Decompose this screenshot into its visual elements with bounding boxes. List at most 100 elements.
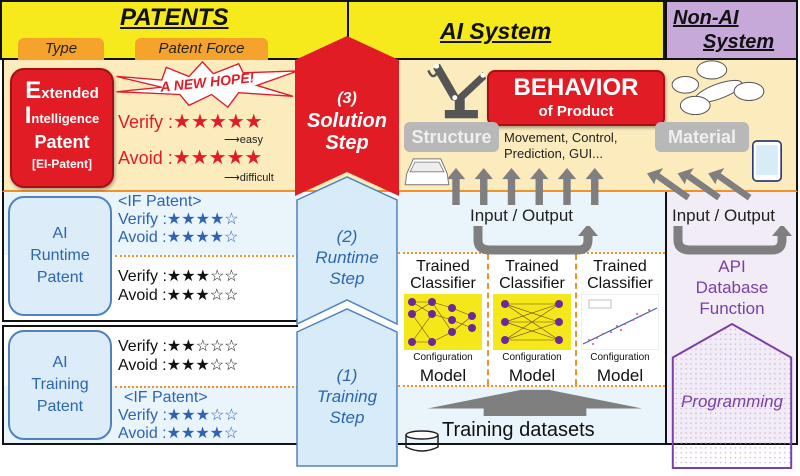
training-line3: Patent: [36, 398, 84, 415]
patents-title: PATENTS: [120, 4, 229, 31]
ei-intelligence: ntelligence: [31, 111, 100, 126]
classifier-1-config: Configuration: [413, 352, 473, 363]
training-line1: AI: [52, 354, 68, 371]
neural-net-shallow-icon: [493, 294, 571, 350]
solution-step-arrow: [295, 36, 399, 196]
neural-net-deep-icon: [404, 294, 482, 350]
non-ai-title-line2: System: [703, 31, 775, 53]
ei-easy-note: ⟶easy: [224, 134, 264, 146]
runtime-if-avoid-label: Avoid :: [118, 229, 167, 246]
ei-verify-stars-icon: ★★★★★: [173, 111, 263, 133]
ei-difficult-note: ⟶difficult: [224, 172, 274, 184]
ai-runtime-patent-box: AI Runtime Patent: [8, 196, 112, 316]
runtime-avoid-stars-icon: ★★★☆☆: [166, 287, 239, 304]
solution-step-line1: Solution: [307, 110, 387, 132]
runtime-line1: AI: [52, 225, 68, 242]
ei-initial-e: E: [25, 77, 42, 104]
non-ai-header: [665, 0, 798, 60]
training-if-verify-stars-icon: ★★★☆☆: [166, 407, 239, 424]
training-step-label: (1) Training Step: [296, 365, 398, 428]
runtime-verify: Verify :★★★☆☆: [118, 268, 239, 286]
training-if-avoid-stars-icon: ★★★★☆: [166, 425, 239, 442]
training-if-label: <IF Patent>: [124, 389, 208, 406]
classifier-1-title: Trained Classifier: [400, 258, 486, 292]
ai-system-title: AI System: [440, 18, 552, 44]
behavior-examples: Movement, Control, Prediction, GUI...: [504, 130, 617, 162]
training-line2: Training: [31, 376, 89, 393]
runtime-verify-stars-icon: ★★★☆☆: [166, 268, 239, 285]
non-ai-api: API: [718, 257, 746, 276]
classifier-1-line2: Classifier: [410, 275, 476, 292]
runtime-step-num: (2): [336, 227, 358, 246]
solution-step-line2: Step: [325, 132, 369, 154]
ei-patent-abbr: [EI-Patent]: [32, 157, 92, 171]
tab-type: Type: [18, 38, 104, 60]
tab-patent-force: Patent Force: [135, 38, 268, 60]
runtime-line2: Runtime: [30, 247, 90, 264]
behavior-title: BEHAVIOR: [513, 74, 639, 101]
training-avoid-stars-icon: ★★★☆☆: [166, 357, 239, 374]
ai-training-patent-box: AI Training Patent: [8, 330, 112, 440]
training-verify-label: Verify :: [118, 338, 167, 355]
runtime-if-verify: Verify :★★★★☆: [118, 211, 239, 229]
behavior-subtitle: of Product: [538, 103, 614, 120]
programming-label: Programming: [680, 392, 784, 411]
runtime-line3: Patent: [36, 269, 84, 286]
solution-step-num: (3): [337, 90, 357, 107]
classifier-1-line1: Trained: [416, 258, 470, 275]
runtime-verify-label: Verify :: [118, 268, 167, 285]
classifier-3-model: Model: [596, 366, 644, 385]
training-if-verify: Verify :★★★☆☆: [118, 407, 239, 425]
car-icon: [404, 158, 450, 186]
drone-icon: [671, 60, 765, 116]
classifier-divider-1: [487, 254, 489, 385]
runtime-step-line1: Runtime: [315, 248, 379, 267]
tablet-icon: [752, 140, 782, 182]
training-avoid-label: Avoid :: [118, 357, 167, 374]
ei-avoid-rating: Avoid :★★★★★: [118, 147, 262, 169]
behavior-examples-line2: Prediction, GUI...: [504, 146, 603, 161]
training-up-arrow-icon: [427, 389, 643, 416]
training-step-num: (1): [336, 366, 358, 385]
behavior-examples-line1: Movement, Control,: [504, 130, 618, 145]
non-ai-io-loop-arrow-icon: [673, 226, 792, 255]
training-if-verify-label: Verify :: [118, 407, 167, 424]
ei-avoid-label: Avoid :: [118, 148, 173, 168]
database-icon: [405, 430, 439, 452]
runtime-avoid-label: Avoid :: [118, 287, 167, 304]
classifier-divider-2: [575, 254, 577, 385]
non-ai-api-text: API Database Function: [668, 256, 796, 319]
runtime-divider: [115, 255, 298, 257]
runtime-step-arrow: [296, 176, 398, 326]
ei-extended: xtended: [41, 85, 99, 102]
training-divider: [115, 386, 298, 388]
classifier-3-line2: Classifier: [587, 275, 653, 292]
structure-label: Structure: [404, 122, 499, 152]
ei-initial-i: I: [24, 102, 32, 129]
training-verify-stars-icon: ★★☆☆☆: [166, 338, 239, 355]
training-avoid: Avoid :★★★☆☆: [118, 357, 238, 375]
training-step-line2: Step: [329, 408, 365, 427]
ei-patent-word: Patent: [34, 132, 90, 152]
classifier-3-title: Trained Classifier: [577, 258, 663, 292]
ai-system-header: [348, 0, 665, 60]
ei-verify-rating: Verify :★★★★★: [118, 111, 263, 133]
classifier-1-model: Model: [419, 366, 467, 385]
runtime-step-line2: Step: [329, 269, 365, 288]
robot-arm-icon: [427, 63, 487, 119]
runtime-if-avoid-stars-icon: ★★★★☆: [166, 229, 239, 246]
ei-patent-box: Extended Intelligence Patent [EI-Patent]: [10, 68, 114, 188]
new-hope-burst-icon: [116, 60, 298, 109]
runtime-step-label: (2) Runtime Step: [296, 226, 398, 289]
material-label: Material: [655, 122, 749, 152]
programming-pentagon-icon: [671, 322, 793, 470]
runtime-if-verify-stars-icon: ★★★★☆: [166, 211, 239, 228]
training-if-avoid: Avoid :★★★★☆: [118, 425, 238, 443]
classifier-2-model: Model: [508, 366, 556, 385]
non-ai-database: Database: [695, 278, 769, 297]
up-arrows-icon: [446, 168, 604, 205]
runtime-if-verify-label: Verify :: [118, 211, 167, 228]
ai-io-loop-arrow-icon: [473, 226, 598, 255]
runtime-if-label: <IF Patent>: [118, 193, 202, 210]
classifier-2-line2: Classifier: [499, 275, 565, 292]
